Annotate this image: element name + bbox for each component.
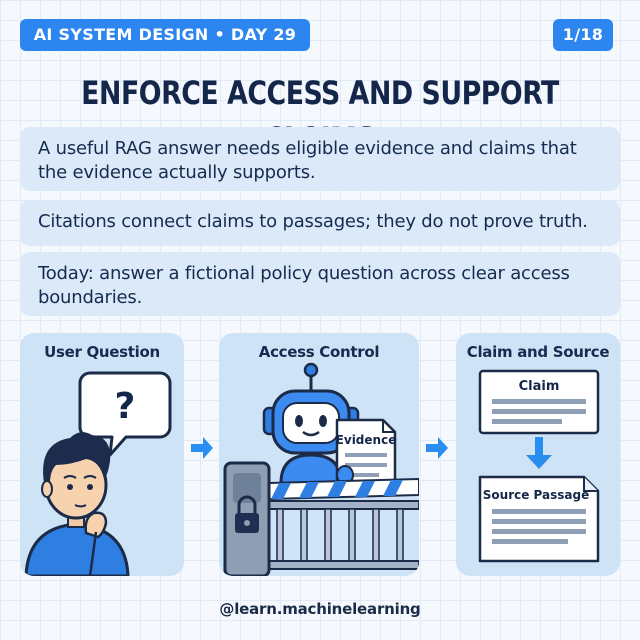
claim-label: Claim xyxy=(519,379,560,394)
panel-title-claim-and-source: Claim and Source xyxy=(466,343,610,361)
text-box-3: Today: answer a fictional policy questio… xyxy=(20,252,620,316)
bubble-question-mark: ? xyxy=(115,386,136,427)
panel-claim-and-source: Claim and Source Claim Source Passage xyxy=(456,333,620,576)
page-counter: 1/18 xyxy=(553,19,613,51)
document-icon: Evidence xyxy=(336,418,397,490)
panel-title-user-question: User Question xyxy=(44,343,160,361)
document-label-evidence: Evidence xyxy=(336,433,397,447)
series-badge: AI SYSTEM DESIGN • DAY 29 xyxy=(20,19,310,51)
barrier-gate-icon xyxy=(223,461,419,576)
arrow-down-icon xyxy=(526,437,552,469)
text-box-1: A useful RAG answer needs eligible evide… xyxy=(20,127,620,191)
source-passage-label: Source Passage xyxy=(483,488,589,502)
lock-icon xyxy=(235,495,259,533)
author-handle: @learn.machinelearning xyxy=(219,600,421,618)
claim-card: Claim xyxy=(478,369,600,435)
panel-access-control: Access Control Evidence xyxy=(219,333,419,576)
text-box-2: Citations connect claims to passages; th… xyxy=(20,200,620,246)
thinking-person-icon xyxy=(24,432,130,576)
panel-title-access-control: Access Control xyxy=(258,343,380,361)
arrow-right-icon xyxy=(191,437,213,459)
panel-user-question: User Question ? xyxy=(20,333,184,576)
arrow-right-icon xyxy=(426,437,448,459)
document-icon: Source Passage xyxy=(478,475,600,563)
question-bubble-icon: ? xyxy=(78,371,172,457)
